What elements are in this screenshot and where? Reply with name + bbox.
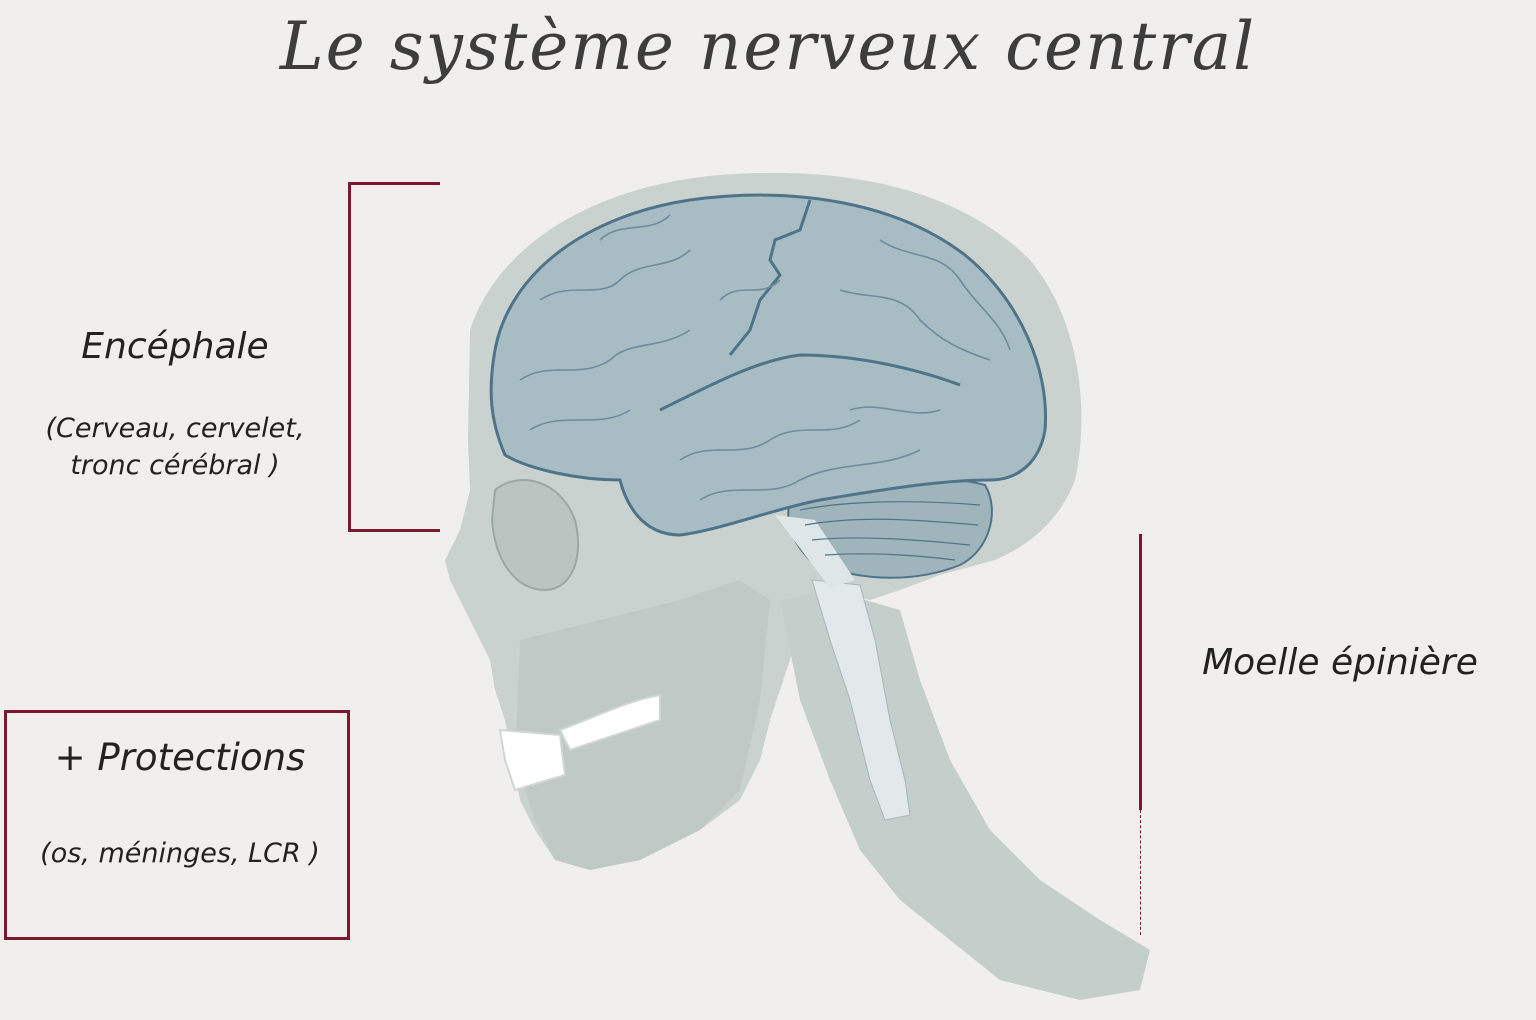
encephale-subtitle-line1: (Cerveau, cervelet, bbox=[45, 413, 305, 444]
brainstem-shape bbox=[775, 515, 855, 588]
protections-subtitle: (os, méninges, LCR ) bbox=[40, 838, 320, 869]
central-sulcus bbox=[728, 199, 812, 356]
protections-label: + Protections bbox=[54, 736, 306, 779]
encephale-bracket bbox=[348, 182, 440, 532]
protections-box bbox=[4, 710, 350, 940]
moelle-line bbox=[1139, 534, 1142, 810]
encephale-subtitle: (Cerveau, cervelet, tronc cérébral ) bbox=[30, 410, 320, 484]
gyri-lines bbox=[519, 214, 1011, 501]
cerebellum-lines bbox=[799, 501, 981, 561]
encephale-subtitle-line2: tronc cérébral ) bbox=[70, 450, 280, 481]
cerebrum-shape bbox=[489, 193, 1048, 537]
moelle-label: Moelle épinière bbox=[1202, 642, 1478, 683]
lateral-sulcus bbox=[659, 353, 961, 412]
spinal-cord-shape bbox=[811, 579, 911, 821]
moelle-line-dashed bbox=[1140, 810, 1141, 935]
eye-socket bbox=[490, 479, 580, 592]
page-title: Le système nerveux central bbox=[279, 8, 1257, 85]
lower-teeth bbox=[498, 728, 567, 792]
upper-teeth bbox=[558, 693, 661, 752]
encephale-label: Encéphale bbox=[81, 326, 269, 367]
